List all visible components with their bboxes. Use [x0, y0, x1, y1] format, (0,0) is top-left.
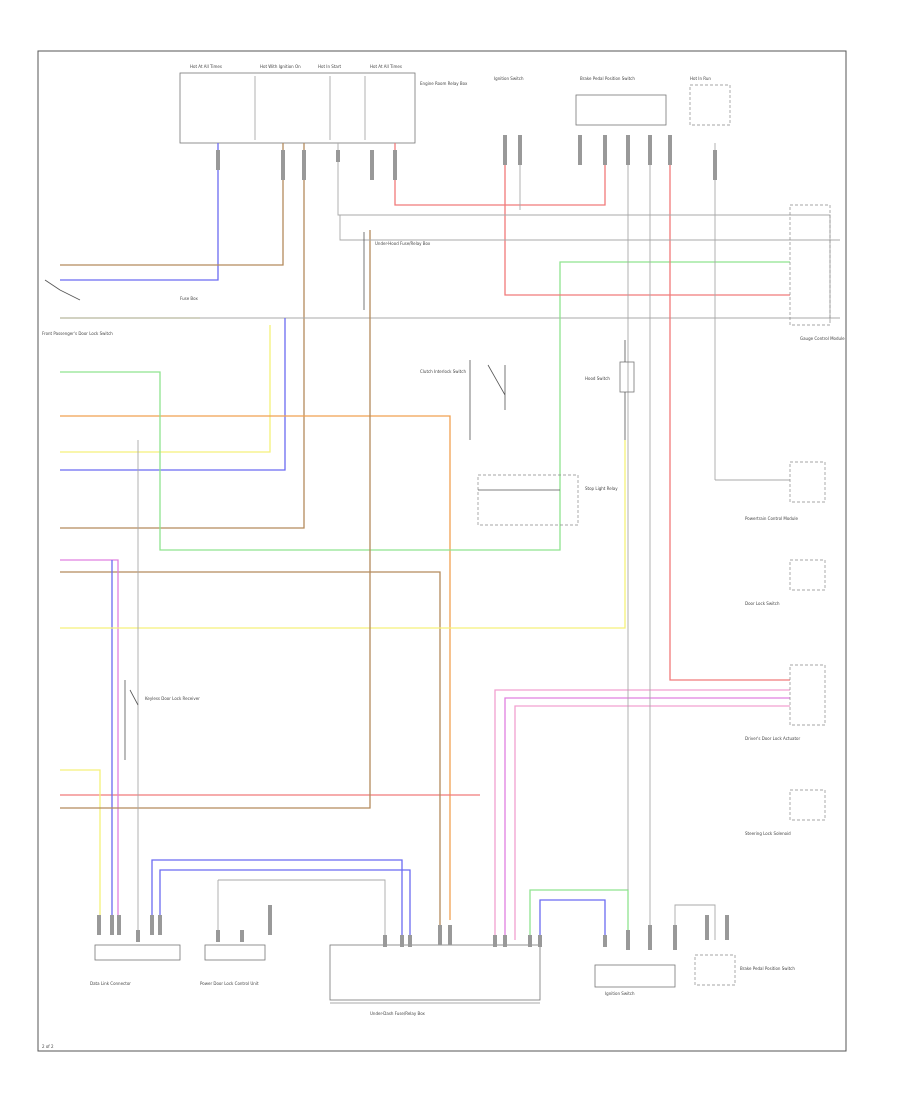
steering-lock-label: Steering Lock Solenoid	[745, 831, 791, 836]
ignition-bottom-label: Ignition Switch	[605, 991, 635, 996]
wire-yellow-left	[60, 769, 101, 920]
wire-pink-3	[514, 705, 790, 940]
stop-light-relay-label: Stop Light Relay	[585, 486, 618, 491]
connector-pins	[97, 905, 729, 950]
wire-gray-8	[674, 904, 716, 940]
under-hood-box-label: Under-Hood Fuse/Relay Box Fuse Box	[180, 232, 431, 310]
wire-blue-bottom-1	[151, 859, 403, 940]
wire-blue-bottom-3	[539, 899, 606, 940]
wire-gray-7	[714, 143, 790, 481]
hot-in-run-label: Hot In Run	[690, 76, 711, 81]
left-passenger-label: Front Passenger's Door Lock Switch	[42, 331, 113, 336]
relay-box-label: Engine Room Relay Box	[420, 81, 468, 86]
pcm-label: Powertrain Control Module	[745, 516, 798, 521]
clutch-switch-label: Clutch Interlock Switch	[420, 369, 466, 374]
brake-bottom-label: Brake Pedal Position Switch	[740, 966, 795, 971]
wire-blue-top	[60, 143, 219, 281]
dlc-label: Data Link Connector	[90, 981, 131, 986]
page-id: 2 of 2	[42, 1044, 54, 1049]
fuse-box-mid-label: Fuse Box	[180, 296, 199, 301]
keyless-receiver-label: Keyless Door Lock Receiver	[145, 696, 200, 701]
brake-switch-box: Hot In Run	[575, 76, 731, 126]
fuse-label-2: Hot With Ignition On	[260, 64, 301, 69]
gauge-control-label: Gauge Control Module	[800, 336, 845, 341]
wire-yellow-mid	[60, 325, 271, 453]
hood-switch-label: Hood Switch	[585, 376, 610, 381]
hood-switch-box: Hood Switch	[585, 340, 635, 440]
brake-switch-label: Brake Pedal Position Switch	[580, 76, 635, 81]
wire-pink-2	[504, 697, 790, 940]
wire-blue-bottom-2	[159, 869, 411, 940]
left-switch: Front Passenger's Door Lock Switch	[42, 279, 113, 336]
wire-green-bottom	[529, 889, 629, 940]
wire-gray-3	[337, 143, 831, 320]
wire-red-right	[504, 143, 790, 296]
keyless-receiver: Keyless Door Lock Receiver	[124, 680, 200, 760]
wire-red-vert	[669, 143, 790, 681]
bottom-connectors: Data Link Connector Power Door Lock Cont…	[90, 944, 795, 1016]
wire-brown-long	[60, 143, 305, 529]
under-dash-label: Under-Dash Fuse/Relay Box	[370, 1011, 426, 1016]
stop-light-relay-box: Clutch Interlock Switch Stop Light Relay	[420, 360, 618, 526]
fuse-box-top: Hot At All Times Hot With Ignition On Ho…	[179, 64, 635, 144]
door-lock-switch-label: Door Lock Switch	[745, 601, 780, 606]
wire-yellow-bottom	[60, 440, 626, 629]
fuse-label-4: Hot At All Times	[370, 64, 402, 69]
fuse-label-1: Hot At All Times	[190, 64, 222, 69]
ignition-switch-label: Ignition Switch	[494, 76, 524, 81]
door-actuator-label: Driver's Door Lock Actuator	[745, 736, 800, 741]
wire-brown-lower	[60, 571, 441, 940]
diagram-frame	[37, 50, 847, 1052]
door-lock-unit-label: Power Door Lock Control Unit	[200, 981, 259, 986]
wire-magenta-left	[60, 559, 119, 920]
wire-brown-bottom	[60, 230, 371, 809]
wire-brown-top	[60, 143, 284, 266]
wire-blue-loop	[60, 318, 286, 471]
right-connector-mid: Powertrain Control Module Door Lock Swit…	[745, 461, 826, 836]
wire-orange	[60, 415, 451, 920]
wire-green-loop	[60, 261, 790, 551]
top-connector-pins	[216, 135, 717, 180]
fuse-label-3: Hot In Start	[318, 64, 341, 69]
wire-red-top	[394, 143, 606, 206]
right-connector-top: Gauge Control Module	[789, 204, 845, 341]
wire-pink-1	[494, 689, 790, 940]
wire-gray-4	[339, 215, 840, 241]
under-hood-label: Under-Hood Fuse/Relay Box	[375, 241, 431, 246]
